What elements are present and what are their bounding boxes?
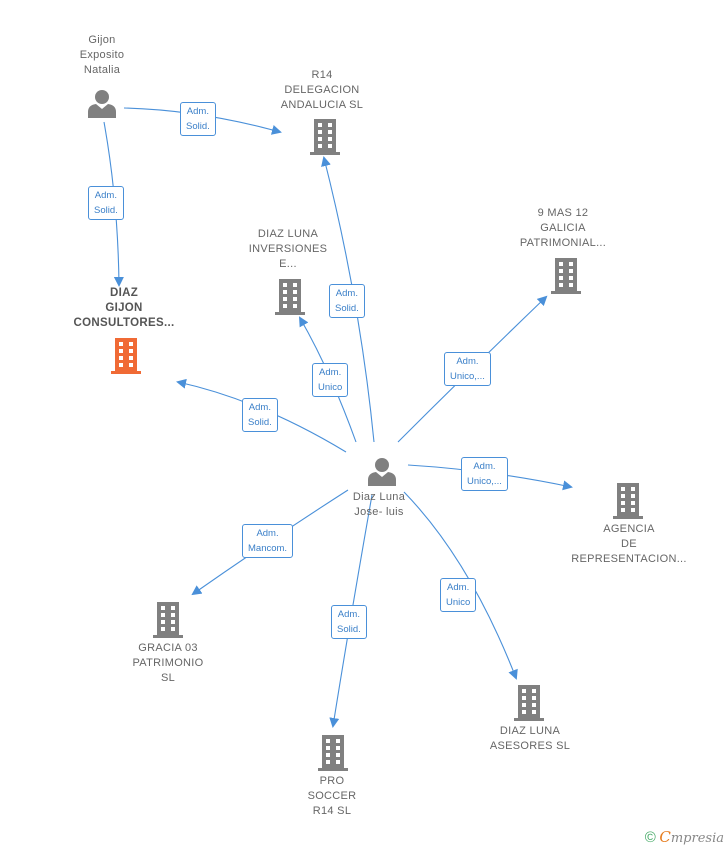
label-line: ANDALUCIA SL	[280, 99, 364, 111]
building-icon[interactable]	[612, 483, 644, 519]
edge-label-line: Solid.	[186, 121, 210, 132]
label-line: GRACIA 03	[138, 642, 198, 654]
label-line: DELEGACION	[284, 84, 360, 96]
label-line: Jose- luis	[354, 506, 404, 518]
building-icon[interactable]	[110, 338, 142, 374]
copyright-icon: ©	[644, 829, 656, 846]
edge-label-line: Adm.	[94, 190, 117, 201]
label-line: DE	[621, 538, 637, 550]
edge-label-line: Adm.	[473, 461, 496, 472]
edge-label-line: Adm.	[256, 528, 279, 539]
building-icon[interactable]	[513, 685, 545, 721]
edge-label-line: Unico	[318, 382, 343, 393]
edge-label-line: Mancom.	[248, 543, 288, 554]
label-line: DIAZ LUNA	[499, 725, 561, 737]
edge-label-line: Unico	[446, 597, 471, 608]
edge-label-line: Adm.	[456, 356, 479, 367]
label-line: R14	[311, 69, 333, 81]
label-line: Gijon	[88, 34, 116, 46]
edge-label-line: Adm.	[335, 288, 358, 299]
edge-label-line: Solid.	[94, 205, 118, 216]
label-line: SOCCER	[307, 790, 357, 802]
edge-dl-asesores	[403, 491, 518, 680]
label-line: Exposito	[79, 49, 125, 61]
building-icon[interactable]	[309, 119, 341, 155]
node-label-diaz-luna[interactable]: Diaz Luna Jose- luis	[322, 490, 436, 520]
person-icon[interactable]	[86, 88, 118, 118]
label-line: DIAZ LUNA	[257, 228, 319, 240]
label-line: Natalia	[83, 64, 121, 76]
label-line: PATRIMONIAL...	[519, 237, 607, 249]
node-label-agencia[interactable]: AGENCIA DE REPRESENTACION...	[562, 522, 696, 567]
label-line: INVERSIONES	[248, 243, 328, 255]
brand-name: mpresia	[670, 831, 724, 846]
label-line: DIAZ	[109, 287, 139, 299]
edge-label-line: Adm.	[248, 402, 271, 413]
edge-label-gijon-r14[interactable]: Adm. Solid.	[180, 102, 216, 136]
label-line: GIJON	[105, 302, 143, 314]
node-label-diaz-gijon[interactable]: DIAZ GIJON CONSULTORES...	[56, 286, 192, 331]
node-label-galicia[interactable]: 9 MAS 12 GALICIA PATRIMONIAL...	[500, 206, 626, 251]
person-icon[interactable]	[366, 456, 398, 486]
brand-initial: C	[659, 828, 671, 846]
edge-label-dl-asesores[interactable]: Adm. Unico	[440, 578, 477, 612]
edge-label-dl-r14[interactable]: Adm. Solid.	[329, 284, 365, 318]
label-line: AGENCIA	[603, 523, 655, 535]
edge-label-dl-galicia[interactable]: Adm. Unico,...	[444, 352, 491, 386]
building-icon[interactable]	[152, 602, 184, 638]
label-line: R14 SL	[312, 805, 352, 817]
label-line: PRO	[319, 775, 345, 787]
edge-label-line: Solid.	[335, 303, 359, 314]
edge-label-line: Solid.	[248, 417, 272, 428]
edge-label-line: Adm.	[447, 582, 470, 593]
edge-label-line: Solid.	[337, 624, 361, 635]
label-line: SL	[160, 672, 176, 684]
label-line: ASESORES SL	[489, 740, 571, 752]
edge-label-line: Unico,...	[467, 476, 502, 487]
edge-label-dl-soccer[interactable]: Adm. Solid.	[331, 605, 367, 639]
building-icon[interactable]	[550, 258, 582, 294]
building-icon[interactable]	[317, 735, 349, 771]
edge-label-line: Adm.	[319, 367, 342, 378]
node-label-inversiones[interactable]: DIAZ LUNA INVERSIONES E...	[228, 227, 348, 272]
edge-label-dl-diazgijon[interactable]: Adm. Solid.	[242, 398, 278, 432]
brand-footer[interactable]: © Cmpresia	[645, 828, 724, 846]
node-label-gijon[interactable]: Gijon Exposito Natalia	[50, 33, 154, 78]
node-label-r14[interactable]: R14 DELEGACION ANDALUCIA SL	[262, 68, 382, 113]
edge-label-dl-inversiones[interactable]: Adm. Unico	[312, 363, 349, 397]
edge-label-line: Adm.	[337, 609, 360, 620]
edge-label-line: Unico,...	[450, 371, 485, 382]
node-label-gracia[interactable]: GRACIA 03 PATRIMONIO SL	[110, 641, 226, 686]
edge-label-dl-agencia[interactable]: Adm. Unico,...	[461, 457, 508, 491]
building-icon[interactable]	[274, 279, 306, 315]
node-label-soccer[interactable]: PRO SOCCER R14 SL	[274, 774, 390, 819]
label-line: Diaz Luna	[352, 491, 406, 503]
edge-label-dl-gracia[interactable]: Adm. Mancom.	[242, 524, 294, 558]
label-line: CONSULTORES...	[73, 317, 175, 329]
label-line: 9 MAS 12	[537, 207, 589, 219]
node-label-asesores[interactable]: DIAZ LUNA ASESORES SL	[470, 724, 590, 754]
label-line: GALICIA	[540, 222, 586, 234]
label-line: REPRESENTACION...	[571, 553, 687, 565]
label-line: E...	[279, 258, 297, 270]
label-line: PATRIMONIO	[132, 657, 204, 669]
edge-label-line: Adm.	[186, 106, 209, 117]
edge-label-gijon-diazgijon[interactable]: Adm. Solid.	[88, 186, 124, 220]
